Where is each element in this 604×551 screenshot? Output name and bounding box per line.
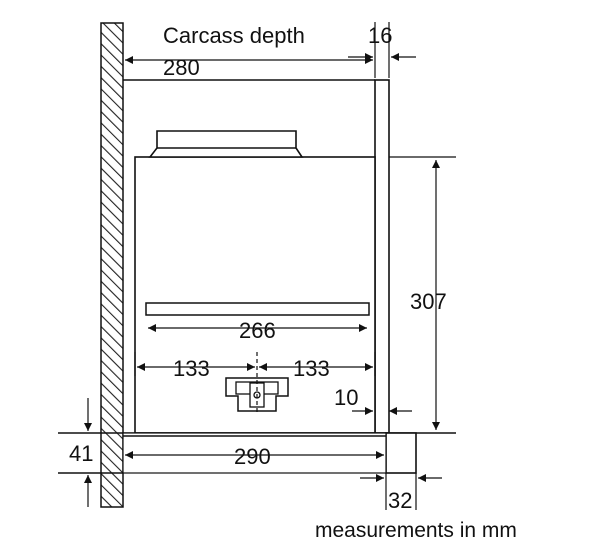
label-41: 41 xyxy=(69,441,93,466)
label-carcass-depth: Carcass depth xyxy=(163,23,305,48)
label-133-right: 133 xyxy=(293,356,330,381)
label-280: 280 xyxy=(163,55,200,80)
label-307: 307 xyxy=(410,289,447,314)
front-panel xyxy=(385,432,417,474)
filter-bar xyxy=(145,302,370,316)
label-10: 10 xyxy=(334,385,358,410)
label-290: 290 xyxy=(234,444,271,469)
blower-housing xyxy=(148,130,304,158)
label-32: 32 xyxy=(388,488,412,513)
wall xyxy=(100,22,124,508)
label-266: 266 xyxy=(239,318,276,343)
carcass-side-panel xyxy=(374,79,390,434)
label-16: 16 xyxy=(368,23,392,48)
label-133-left: 133 xyxy=(173,356,210,381)
units-caption: measurements in mm xyxy=(315,519,517,542)
